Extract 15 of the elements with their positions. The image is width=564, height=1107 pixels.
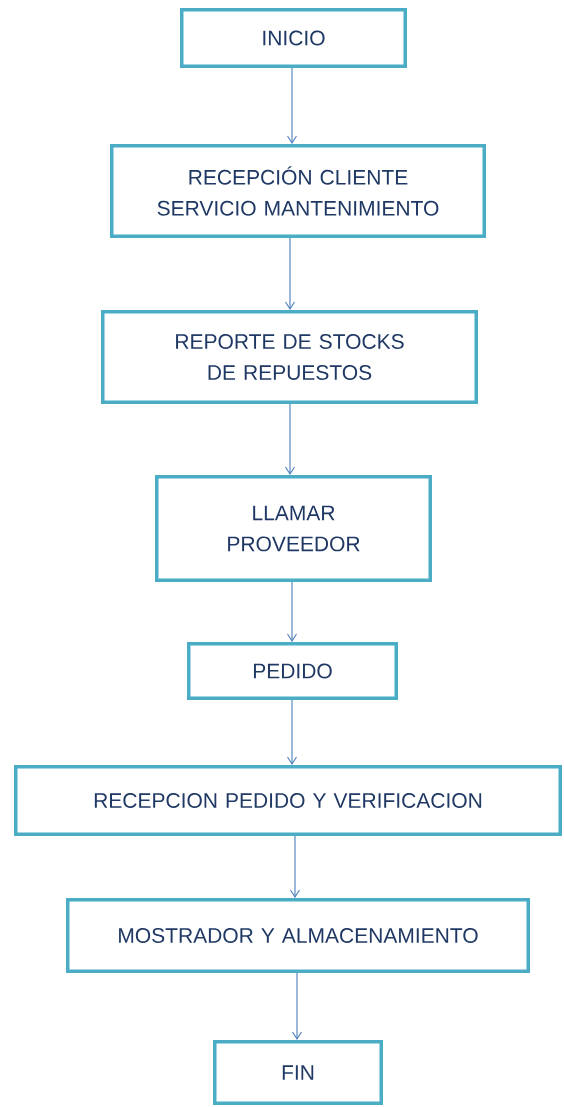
- arrow: [289, 835, 301, 898]
- process-box: RECEPCION PEDIDO Y VERIFICACION: [14, 765, 562, 836]
- process-box: INICIO: [180, 8, 407, 68]
- arrow: [284, 237, 296, 310]
- process-box: RECEPCIÓN CLIENTE SERVICIO MANTENIMIENTO: [110, 144, 486, 238]
- arrow: [286, 581, 298, 642]
- arrow: [291, 972, 303, 1040]
- process-box: REPORTE DE STOCKS DE REPUESTOS: [101, 310, 478, 404]
- arrow: [286, 699, 298, 765]
- process-box: FIN: [213, 1040, 383, 1105]
- process-box: PEDIDO: [187, 642, 398, 700]
- process-box: LLAMAR PROVEEDOR: [155, 475, 432, 582]
- arrow: [286, 67, 298, 144]
- arrow: [284, 403, 296, 475]
- process-box: MOSTRADOR Y ALMACENAMIENTO: [66, 898, 530, 973]
